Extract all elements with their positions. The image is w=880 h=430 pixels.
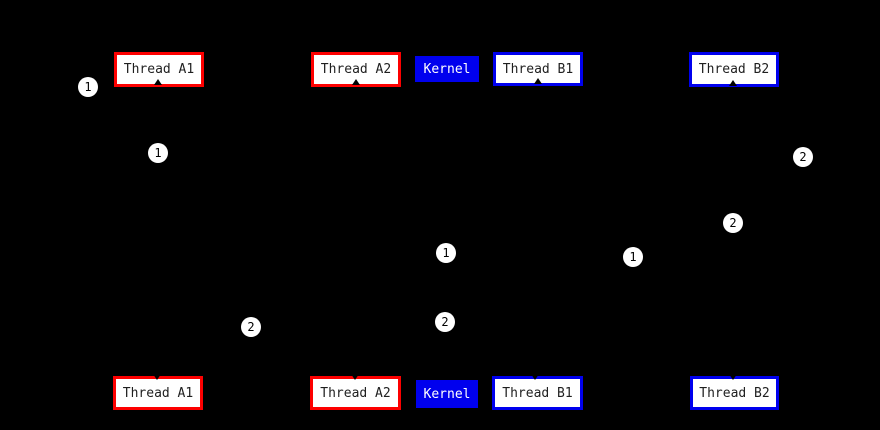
arrow-tip-icon bbox=[729, 374, 737, 380]
arrow-tip-icon bbox=[531, 374, 539, 380]
sequence-marker-7: 2 bbox=[241, 317, 261, 337]
arrow-tip-icon bbox=[729, 80, 737, 86]
arrow-tip-icon bbox=[154, 79, 162, 85]
arrow-tip-icon bbox=[351, 374, 359, 380]
thread-b2-box-bottom: Thread B2 bbox=[690, 376, 779, 410]
arrow-tip-icon bbox=[534, 78, 542, 84]
sequence-marker-4: 2 bbox=[723, 213, 743, 233]
sequence-marker-5: 1 bbox=[436, 243, 456, 263]
thread-a2-box-bottom: Thread A2 bbox=[310, 376, 401, 410]
sequence-marker-3: 2 bbox=[793, 147, 813, 167]
sequence-marker-2: 1 bbox=[148, 143, 168, 163]
sequence-marker-1: 1 bbox=[78, 77, 98, 97]
thread-a1-box-bottom: Thread A1 bbox=[113, 376, 203, 410]
sequence-marker-6: 1 bbox=[623, 247, 643, 267]
kernel-box-top: Kernel bbox=[415, 56, 479, 82]
arrow-tip-icon bbox=[352, 79, 360, 85]
kernel-box-bottom: Kernel bbox=[416, 380, 478, 408]
sequence-marker-8: 2 bbox=[435, 312, 455, 332]
arrow-tip-icon bbox=[153, 374, 161, 380]
thread-b1-box-bottom: Thread B1 bbox=[492, 376, 583, 410]
